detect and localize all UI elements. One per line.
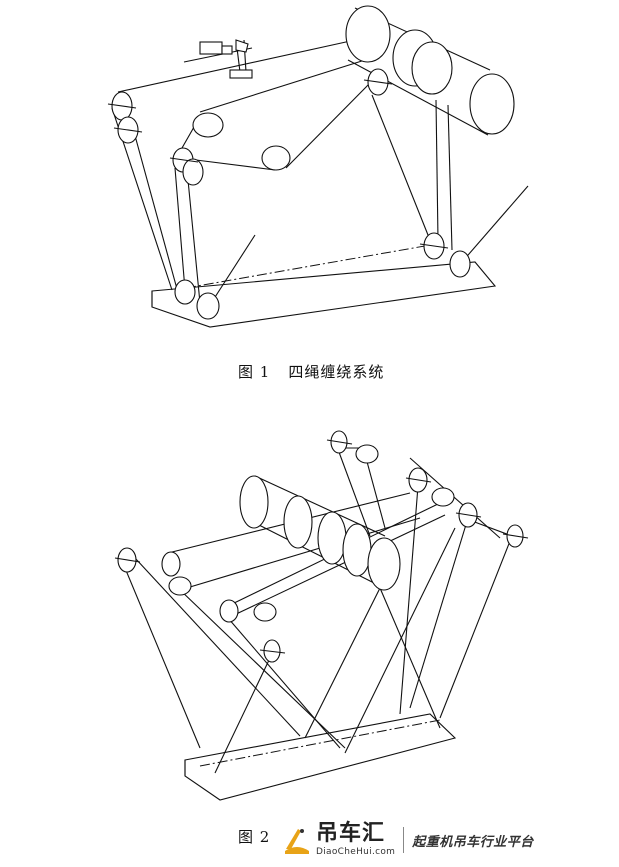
watermark-brand-en: DiaoCheHui.com (316, 847, 396, 857)
site-watermark: 吊车汇 DiaoCheHui.com 起重机吊车行业平台 (282, 818, 572, 862)
sheave-wheels-2 (114, 430, 529, 663)
figure-2-rope-winding-diagram (0, 418, 619, 808)
winding-drum (345, 5, 515, 136)
watermark-slogan: 起重机吊车行业平台 (412, 834, 534, 850)
figure-2-caption: 图 2 (238, 826, 288, 847)
winding-drum-2 (239, 475, 401, 591)
rope-lines-2 (124, 443, 513, 774)
watermark-brand-cn: 吊车汇 (316, 821, 386, 846)
sheave-wheels (107, 68, 471, 320)
winch-mechanism (183, 39, 253, 79)
watermark-brand: 吊车汇 DiaoCheHui.com (316, 823, 395, 857)
figure-1-four-rope-winding-diagram (0, 0, 619, 345)
crane-helmet-logo-icon (285, 829, 309, 854)
figure-1-caption-number: 图 1 (238, 363, 271, 381)
figure-1-caption: 图 1 四绳缠绕系统 (238, 361, 384, 382)
watermark-divider (403, 827, 405, 853)
base-plate (151, 261, 497, 328)
figure-1-caption-text: 四绳缠绕系统 (288, 363, 385, 381)
base-plate-2 (184, 713, 457, 801)
rope-lines (111, 39, 529, 309)
figure-2-caption-number: 图 2 (238, 828, 271, 846)
